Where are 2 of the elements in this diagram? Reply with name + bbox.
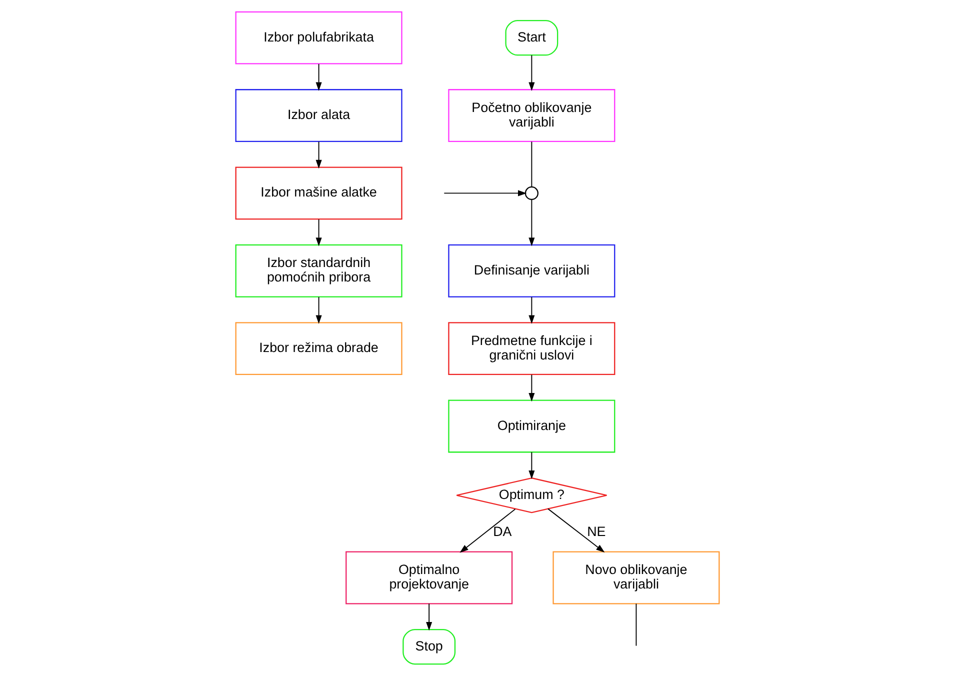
edge-label: DA [493, 524, 512, 539]
edge-label: NE [587, 524, 606, 539]
